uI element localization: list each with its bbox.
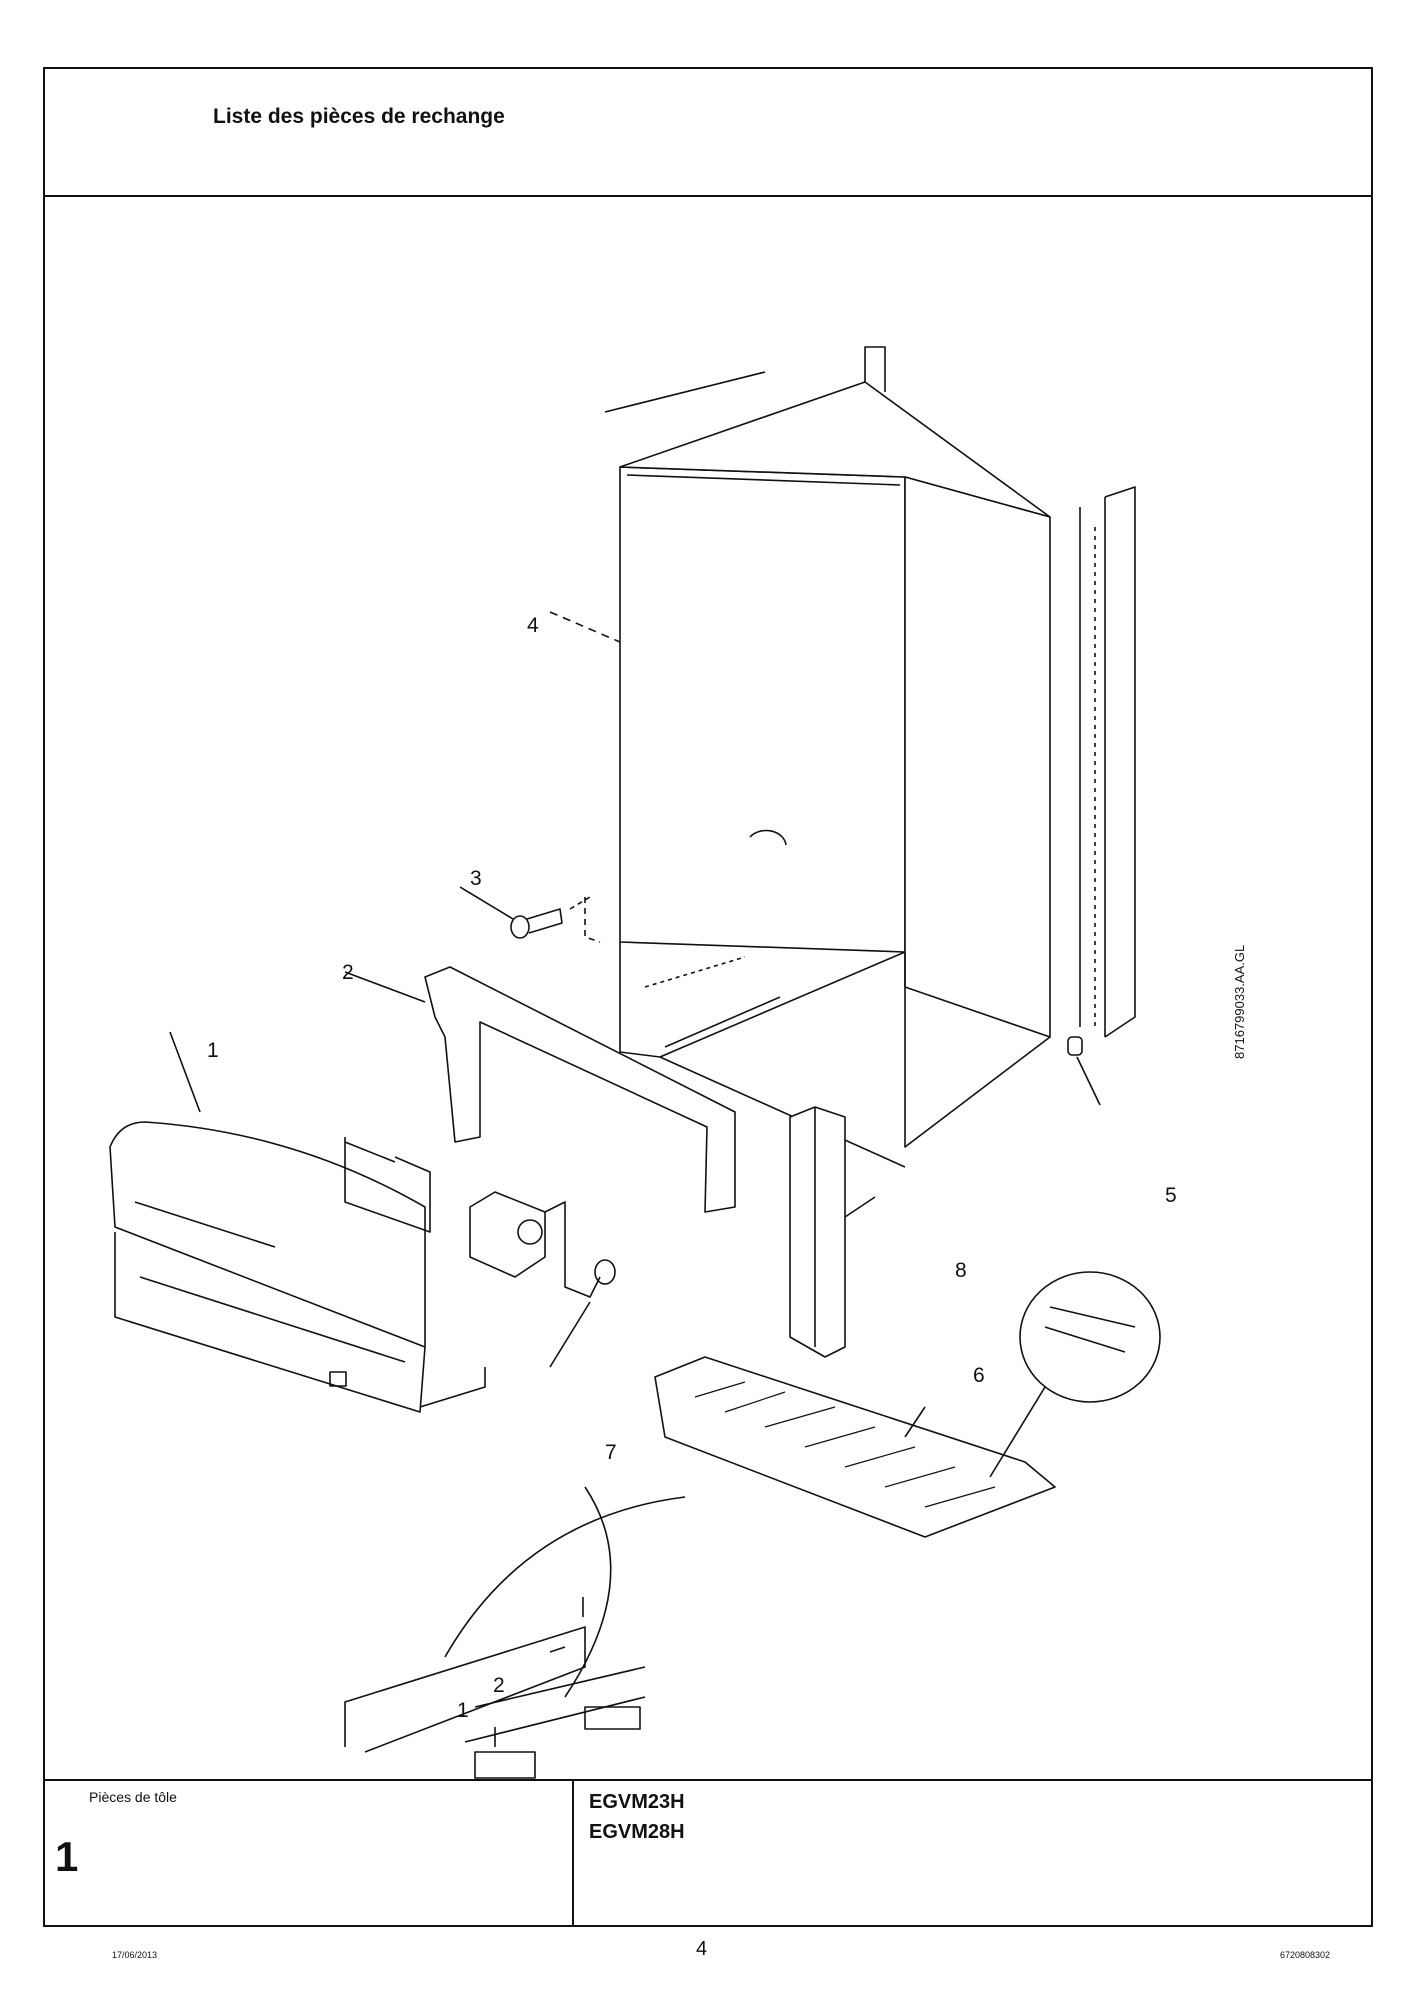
- model-list: EGVM23H EGVM28H: [589, 1787, 685, 1847]
- callout-5: 5: [1165, 1184, 1177, 1207]
- detail-label-2: 2: [493, 1674, 505, 1697]
- base-plate-part-6: [654, 1356, 1056, 1538]
- callout-2: 2: [342, 961, 354, 984]
- page-frame: Liste des pièces de rechange: [43, 67, 1373, 1927]
- frame-part-2: [344, 966, 736, 1213]
- model-item: EGVM28H: [589, 1821, 685, 1843]
- exploded-view-svg: 4 3 2 1 5 8 6 7 1 2 8716799033.AA.GL: [109, 346, 1247, 1779]
- header: Liste des pièces de rechange: [45, 69, 1371, 197]
- callout-7: 7: [605, 1441, 617, 1464]
- hinge-part-7: [469, 1191, 616, 1368]
- clip-part-5: [1067, 1036, 1101, 1106]
- page-number: 4: [696, 1938, 708, 1960]
- callout-6: 6: [973, 1364, 985, 1387]
- footer-group-cell: Pièces de tôle 1: [45, 1781, 574, 1925]
- callout-3: 3: [470, 867, 482, 890]
- print-date: 17/06/2013: [112, 1950, 158, 1960]
- callout-1: 1: [207, 1039, 219, 1062]
- casing-part-4: [604, 346, 1051, 1168]
- model-item: EGVM23H: [589, 1791, 685, 1813]
- detail-label-1: 1: [457, 1699, 469, 1722]
- screw-part-3: [459, 886, 601, 943]
- page-title: Liste des pièces de rechange: [213, 105, 505, 128]
- pad-part-8: [789, 1106, 876, 1358]
- part-number-label: 8716799033.AA.GL: [1232, 945, 1247, 1059]
- callout-4: 4: [527, 614, 539, 637]
- detail-circle-left: [344, 1486, 686, 1779]
- leader-part-4: [549, 611, 621, 643]
- footer: Pièces de tôle 1 EGVM23H EGVM28H: [45, 1779, 1371, 1925]
- detail-circle-right: [989, 1271, 1161, 1478]
- callout-8: 8: [955, 1259, 967, 1282]
- bracket: [344, 1137, 431, 1233]
- front-cover-part-1: [109, 1031, 486, 1413]
- side-panel: [1079, 486, 1136, 1038]
- group-name: Pièces de tôle: [89, 1789, 177, 1805]
- document-id: 6720808302: [1280, 1950, 1331, 1960]
- exploded-view-drawing: 4 3 2 1 5 8 6 7 1 2 8716799033.AA.GL: [45, 197, 1371, 1782]
- group-number: 1: [55, 1833, 79, 1880]
